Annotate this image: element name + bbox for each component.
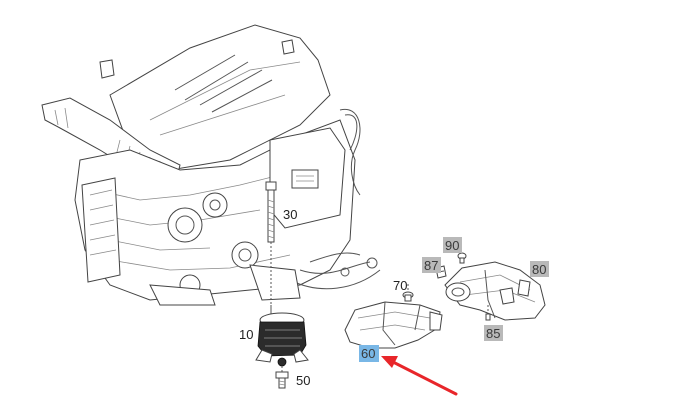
callout-50[interactable]: 50: [296, 373, 310, 388]
callout-10[interactable]: 10: [239, 327, 253, 342]
red-pointer-arrow-icon: [381, 356, 458, 396]
bolt-part-30: [265, 181, 277, 305]
badge-85[interactable]: 85: [484, 325, 503, 341]
callout-30[interactable]: 30: [283, 207, 297, 222]
engine-mount-part-10: [255, 305, 309, 367]
badge-85-label: 85: [486, 326, 500, 341]
badge-60-label: 60: [361, 346, 375, 361]
heat-shield-part-80: [444, 261, 546, 321]
badge-90[interactable]: 90: [443, 237, 462, 253]
callout-70[interactable]: 70: [393, 278, 407, 293]
bolt-part-90: [457, 252, 467, 264]
badge-80[interactable]: 80: [530, 261, 549, 277]
badge-90-label: 90: [445, 238, 459, 253]
engine-assembly: [41, 24, 381, 306]
screw-part-85: [485, 305, 491, 321]
badge-60-highlighted[interactable]: 60: [359, 345, 379, 362]
badge-87[interactable]: 87: [422, 257, 441, 273]
badge-80-label: 80: [532, 262, 546, 277]
badge-87-label: 87: [424, 258, 438, 273]
bolt-part-50: [275, 366, 289, 389]
heat-shield-part-60: [344, 301, 443, 349]
screw-part-70: [402, 284, 414, 302]
